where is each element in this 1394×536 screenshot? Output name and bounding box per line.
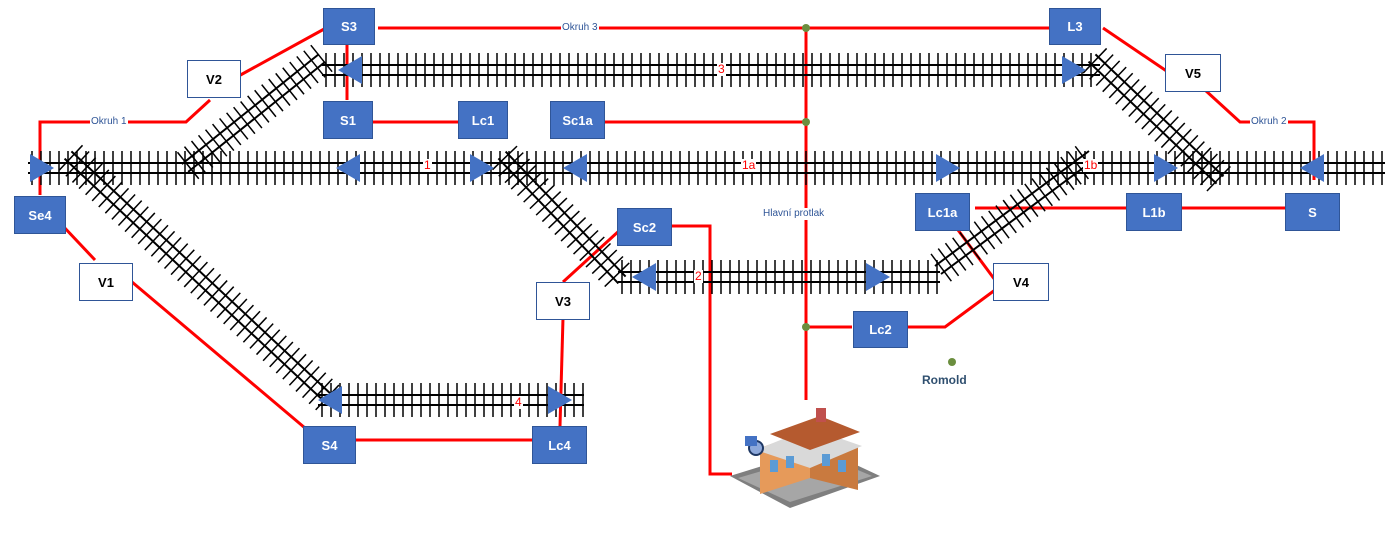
junction-dot-icon [802, 24, 810, 32]
arrow-track4-right-icon [548, 386, 572, 414]
rail-tracks [28, 44, 1385, 417]
switch-v3[interactable]: V3 [536, 282, 590, 320]
track-3 [322, 53, 1100, 87]
track-2 [618, 260, 940, 294]
switch-v2[interactable]: V2 [187, 60, 241, 98]
signal-l3[interactable]: L3 [1049, 8, 1101, 45]
track-number-4: 4 [514, 395, 523, 409]
signal-s3[interactable]: S3 [323, 8, 375, 45]
arrow-track2-right-icon [866, 263, 890, 291]
switch-track-v5 [1082, 47, 1231, 192]
wire-v1-s4 [131, 280, 306, 430]
signal-s[interactable]: S [1285, 193, 1340, 231]
junction-dots [802, 24, 956, 366]
label-okruh1: Okruh 1 [90, 116, 128, 128]
switch-track-v4 [930, 145, 1097, 282]
wire-se4-v1 [60, 223, 97, 262]
signal-se4[interactable]: Se4 [14, 196, 66, 234]
switch-track-v2 [176, 44, 333, 180]
track-main-1 [28, 151, 1385, 185]
track-number-1a: 1a [741, 158, 757, 172]
label-main-line: Hlavní protlak [762, 208, 826, 220]
track-number-1: 1 [423, 158, 432, 172]
arrow-track3-left-icon [338, 56, 362, 84]
arrow-track1-left-icon [336, 154, 360, 182]
signal-lc1a[interactable]: Lc1a [915, 193, 970, 231]
signal-s4[interactable]: S4 [303, 426, 356, 464]
arrow-track1a-left-icon [563, 154, 587, 182]
switch-track-v1 [58, 144, 340, 411]
junction-dot-icon [802, 323, 810, 331]
wire-s3-v2 [234, 26, 327, 80]
label-okruh3: Okruh 3 [561, 22, 599, 34]
signal-l1b[interactable]: L1b [1126, 193, 1182, 231]
switch-v4[interactable]: V4 [993, 263, 1049, 301]
signal-sc1a[interactable]: Sc1a [550, 101, 605, 139]
arrow-s-left-icon [1300, 154, 1324, 182]
arrow-se4-right-icon [30, 154, 54, 182]
signal-lc2[interactable]: Lc2 [853, 311, 908, 348]
track-number-3: 3 [717, 62, 726, 76]
signal-s1[interactable]: S1 [323, 101, 373, 139]
arrow-track3-right-icon [1062, 56, 1086, 84]
wire-sc2-station [672, 224, 732, 476]
track-4 [318, 383, 584, 417]
direction-arrows [30, 56, 1324, 414]
track-number-1b: 1b [1083, 158, 1099, 172]
arrow-track1a-right-icon [936, 154, 960, 182]
switch-v1[interactable]: V1 [79, 263, 133, 301]
wire-l3-v5 [1102, 26, 1169, 74]
arrow-track1b-right-icon [1154, 154, 1178, 182]
wire-v3-lc4 [558, 317, 565, 427]
signal-lc4[interactable]: Lc4 [532, 426, 587, 464]
track-number-2: 2 [694, 269, 703, 283]
wire-v4-lc2 [908, 288, 996, 329]
signal-lc1[interactable]: Lc1 [458, 101, 508, 139]
arrow-track4-left-icon [318, 386, 342, 414]
label-romold: Romold [922, 373, 967, 387]
romold-dot-icon [948, 358, 956, 366]
station-building-icon [730, 408, 880, 508]
wire-v5-okruh2 [1203, 88, 1316, 180]
signal-sc2[interactable]: Sc2 [617, 208, 672, 246]
arrow-track2-left-icon [632, 263, 656, 291]
label-okruh2: Okruh 2 [1250, 116, 1288, 128]
switch-v5[interactable]: V5 [1165, 54, 1221, 92]
switch-track-v3 [491, 145, 630, 288]
arrow-track1-right-icon [470, 154, 494, 182]
junction-dot-icon [802, 118, 810, 126]
